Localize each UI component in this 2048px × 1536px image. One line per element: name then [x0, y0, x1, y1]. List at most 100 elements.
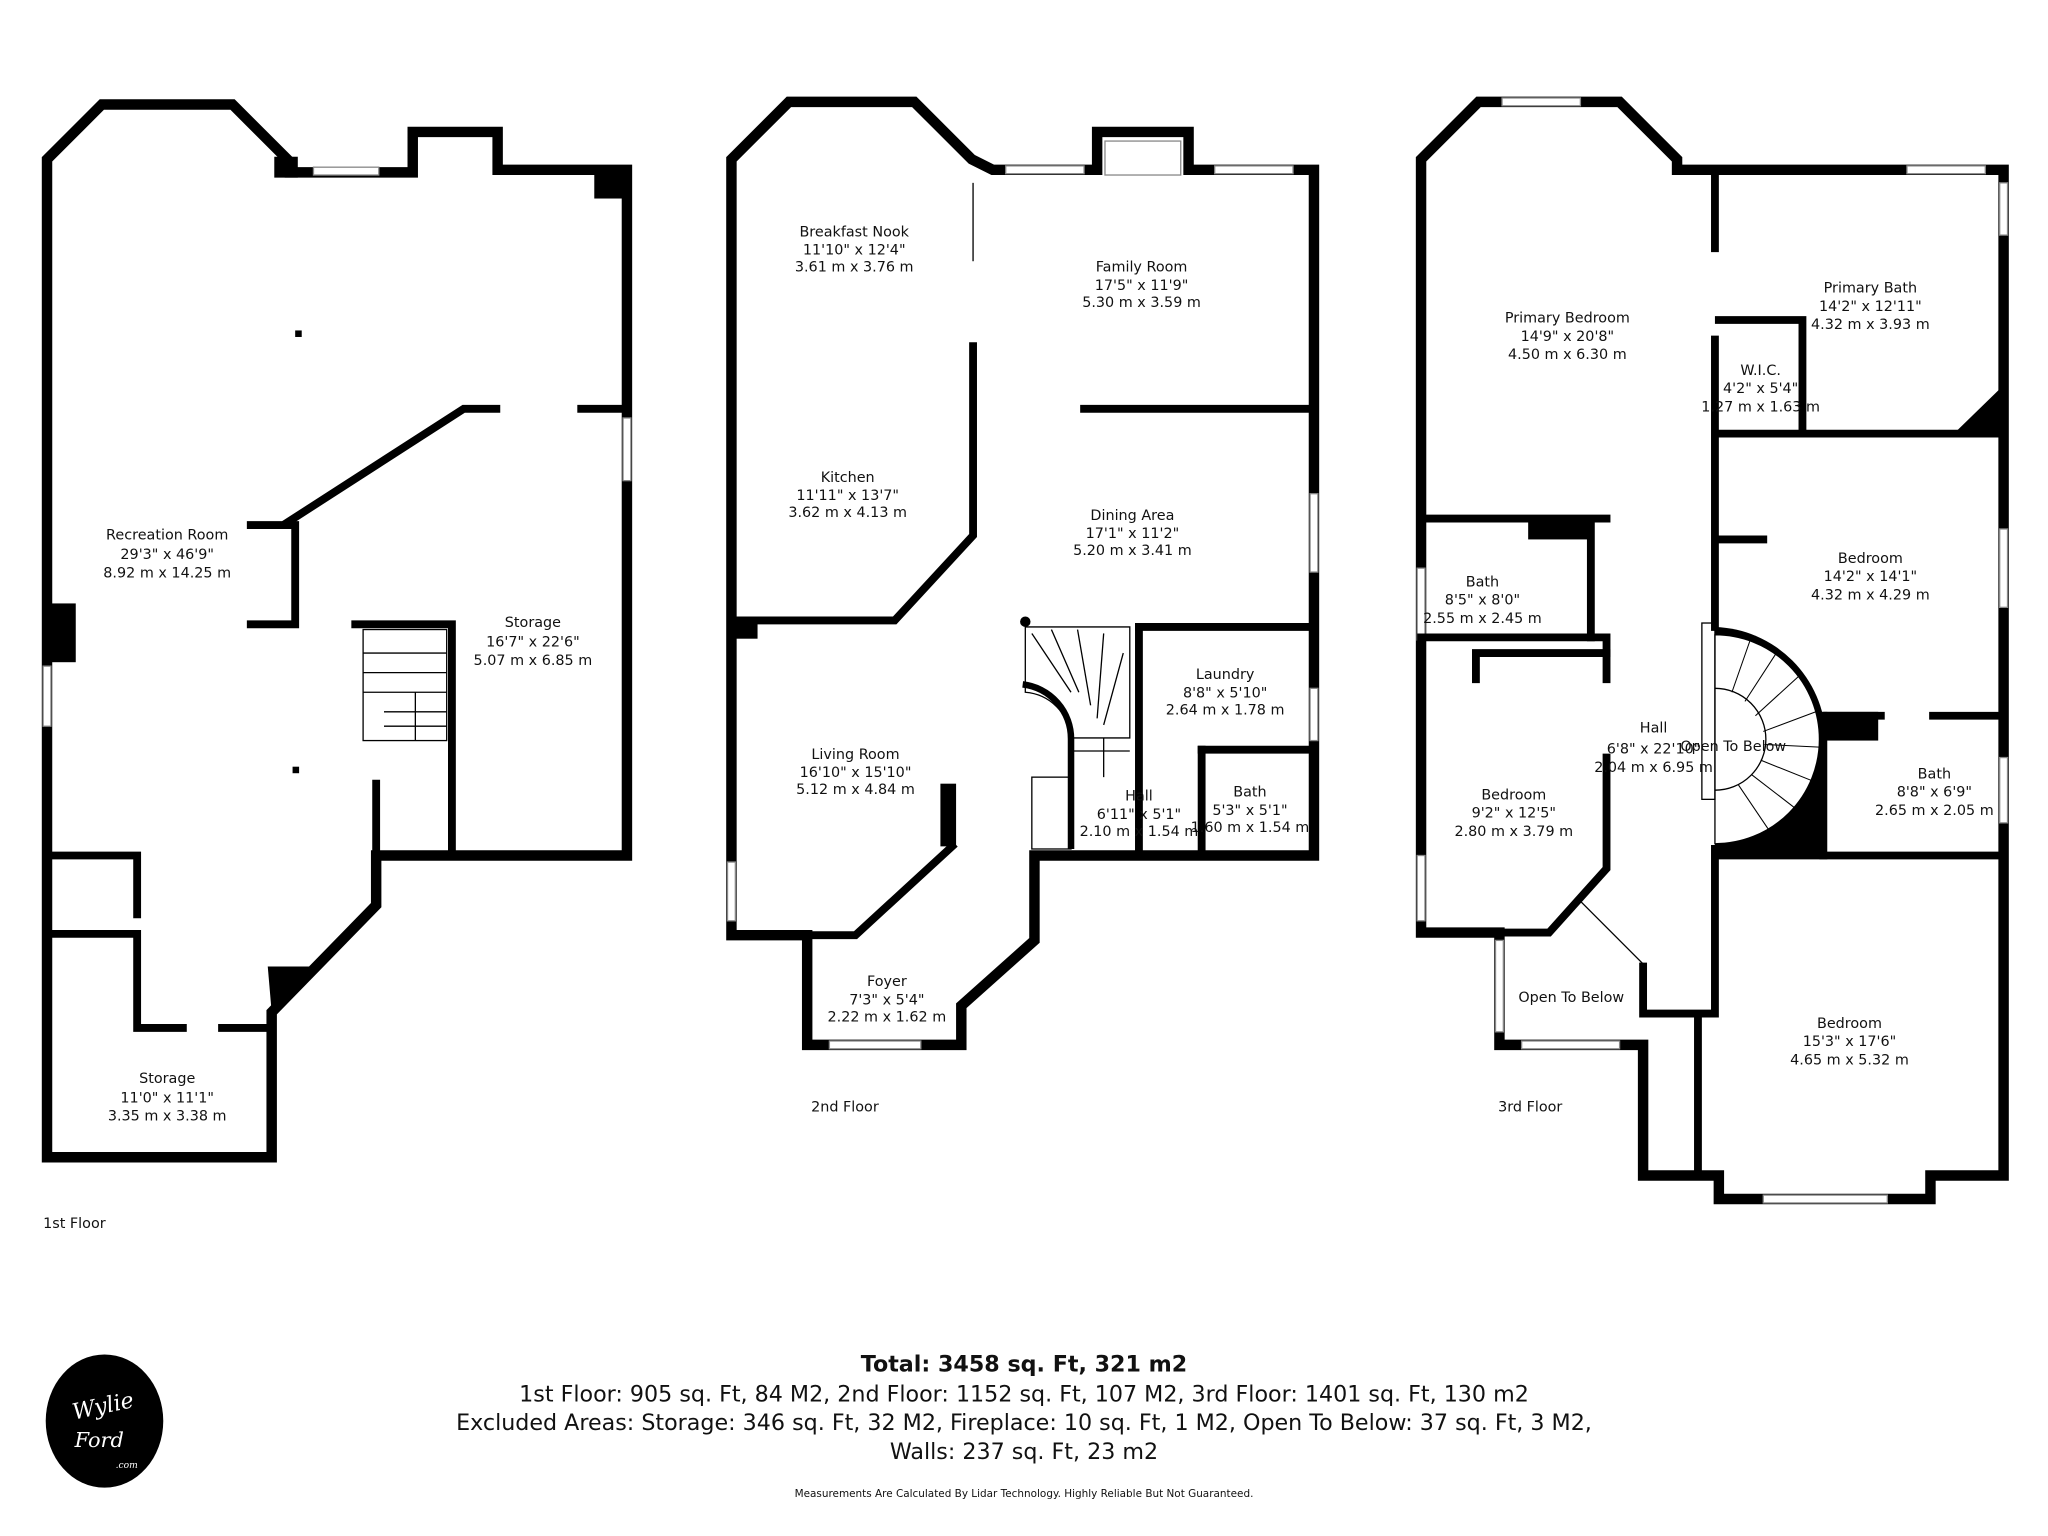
window [1520, 1040, 1621, 1050]
window [1906, 165, 1986, 175]
svg-text:7'3" x 5'4": 7'3" x 5'4" [849, 992, 924, 1008]
svg-text:Family Room: Family Room [1096, 260, 1188, 276]
svg-text:14'9" x 20'8": 14'9" x 20'8" [1521, 329, 1615, 345]
window [1005, 165, 1085, 175]
open-to-below-label: Open To Below [1518, 990, 1624, 1006]
disclaimer: Measurements Are Calculated By Lidar Tec… [795, 1488, 1254, 1500]
svg-text:Ford: Ford [74, 1428, 124, 1452]
floor-1-label: 1st Floor [43, 1216, 106, 1232]
room-primary-bedroom: Primary Bedroom 14'9" x 20'8" 4.50 m x 6… [1505, 311, 1630, 364]
svg-text:29'3" x 46'9": 29'3" x 46'9" [120, 547, 214, 563]
svg-text:8'8" x 5'10": 8'8" x 5'10" [1183, 685, 1267, 701]
window [1999, 756, 2009, 824]
svg-text:8'5" x 8'0": 8'5" x 8'0" [1445, 593, 1520, 609]
room-dining-area: Dining Area 17'1" x 11'2" 5.20 m x 3.41 … [1073, 508, 1192, 559]
room-foyer: Foyer 7'3" x 5'4" 2.22 m x 1.62 m [828, 974, 947, 1025]
svg-text:Kitchen: Kitchen [821, 470, 875, 486]
room-storage-small: Storage 11'0" x 11'1" 3.35 m x 3.38 m [108, 1071, 227, 1125]
svg-text:2.55 m x 2.45 m: 2.55 m x 2.45 m [1423, 611, 1542, 627]
svg-text:Recreation Room: Recreation Room [106, 527, 228, 543]
window [1501, 97, 1582, 107]
window [312, 166, 380, 176]
window [1309, 687, 1319, 742]
brand-logo: Wylie Ford .com [45, 1354, 164, 1488]
staircase [362, 628, 448, 742]
svg-text:4.32 m x 3.93 m: 4.32 m x 3.93 m [1811, 317, 1930, 333]
svg-text:2.10 m x 1.54 m: 2.10 m x 1.54 m [1080, 824, 1199, 840]
svg-text:1.27 m x 1.63 m: 1.27 m x 1.63 m [1701, 399, 1820, 415]
window [1494, 939, 1504, 1033]
svg-text:4.65 m x 5.32 m: 4.65 m x 5.32 m [1790, 1052, 1909, 1068]
staircase [1020, 616, 1131, 850]
svg-text:9'2" x 12'5": 9'2" x 12'5" [1472, 806, 1556, 822]
svg-text:11'0" x 11'1": 11'0" x 11'1" [120, 1090, 214, 1106]
window [1762, 1194, 1888, 1204]
room-living-room: Living Room 16'10" x 15'10" 5.12 m x 4.8… [796, 747, 915, 798]
svg-text:17'1" x 11'2": 17'1" x 11'2" [1086, 526, 1180, 542]
room-breakfast-nook: Breakfast Nook 11'10" x 12'4" 3.61 m x 3… [795, 224, 914, 275]
area-summary: Total: 3458 sq. Ft, 321 m2 1st Floor: 90… [456, 1351, 1592, 1499]
total-area: Total: 3458 sq. Ft, 321 m2 [861, 1351, 1187, 1377]
svg-text:2.22 m x 1.62 m: 2.22 m x 1.62 m [828, 1009, 947, 1025]
svg-text:3.62 m x 4.13 m: 3.62 m x 4.13 m [788, 505, 907, 521]
svg-text:4.50 m x 6.30 m: 4.50 m x 6.30 m [1508, 347, 1627, 363]
floor-1-plan [41, 99, 633, 1163]
svg-text:Bath: Bath [1918, 766, 1951, 782]
walls-area: Walls: 237 sq. Ft, 23 m2 [890, 1439, 1158, 1465]
svg-text:Primary Bath: Primary Bath [1824, 281, 1917, 297]
floor-2-exterior-walls [726, 96, 1320, 1051]
svg-text:Bedroom: Bedroom [1838, 551, 1903, 567]
svg-text:5'3" x 5'1": 5'3" x 5'1" [1212, 803, 1287, 819]
svg-text:3.35 m x 3.38 m: 3.35 m x 3.38 m [108, 1109, 227, 1125]
svg-text:Hall: Hall [1125, 789, 1153, 805]
room-bedroom: Bedroom 14'2" x 14'1" 4.32 m x 4.29 m [1811, 551, 1930, 604]
svg-text:Laundry: Laundry [1196, 667, 1255, 683]
svg-text:2.65 m x 2.05 m: 2.65 m x 2.05 m [1875, 803, 1994, 819]
svg-text:4'2" x 5'4": 4'2" x 5'4" [1723, 381, 1798, 397]
svg-text:Primary Bedroom: Primary Bedroom [1505, 311, 1630, 327]
window [622, 417, 632, 482]
window [1416, 567, 1426, 641]
floor-3-label: 3rd Floor [1498, 1100, 1562, 1116]
svg-text:Living Room: Living Room [811, 747, 899, 763]
room-bedroom: Bedroom 9'2" x 12'5" 2.80 m x 3.79 m [1454, 787, 1573, 840]
room-laundry: Laundry 8'8" x 5'10" 2.64 m x 1.78 m [1166, 667, 1285, 718]
room-kitchen: Kitchen 11'11" x 13'7" 3.62 m x 4.13 m [788, 470, 907, 521]
window [1999, 528, 2009, 608]
svg-text:2.04 m x 6.95 m: 2.04 m x 6.95 m [1594, 760, 1713, 776]
svg-text:Bath: Bath [1233, 785, 1266, 801]
floor-2-label: 2nd Floor [811, 1100, 879, 1116]
svg-text:.com: .com [116, 1461, 139, 1471]
window [1214, 165, 1294, 175]
room-storage: Storage 16'7" x 22'6" 5.07 m x 6.85 m [474, 615, 593, 669]
fireplace [1104, 140, 1182, 176]
svg-text:14'2" x 14'1": 14'2" x 14'1" [1824, 569, 1918, 585]
svg-text:5.12 m x 4.84 m: 5.12 m x 4.84 m [796, 782, 915, 798]
floor-1-exterior-walls [41, 99, 633, 1163]
svg-text:5.30 m x 3.59 m: 5.30 m x 3.59 m [1082, 295, 1201, 311]
svg-text:Storage: Storage [505, 615, 561, 631]
floor-3-plan [1415, 96, 2009, 1205]
room-family-room: Family Room 17'5" x 11'9" 5.30 m x 3.59 … [1082, 260, 1201, 311]
window [726, 861, 736, 922]
svg-text:Hall: Hall [1640, 721, 1668, 737]
svg-text:5.07 m x 6.85 m: 5.07 m x 6.85 m [474, 653, 593, 669]
svg-text:W.I.C.: W.I.C. [1740, 363, 1781, 379]
svg-text:2.80 m x 3.79 m: 2.80 m x 3.79 m [1454, 824, 1573, 840]
room-bath: Bath 8'5" x 8'0" 2.55 m x 2.45 m [1423, 574, 1542, 627]
floor-areas: 1st Floor: 905 sq. Ft, 84 M2, 2nd Floor:… [519, 1381, 1529, 1407]
room-labels: Recreation Room 29'3" x 46'9" 8.92 m x 1… [43, 224, 1994, 1231]
svg-text:4.32 m x 4.29 m: 4.32 m x 4.29 m [1811, 588, 1930, 604]
room-bath: Bath 8'8" x 6'9" 2.65 m x 2.05 m [1875, 766, 1994, 819]
svg-text:6'8" x 22'10": 6'8" x 22'10" [1607, 742, 1701, 758]
svg-text:16'7" x 22'6": 16'7" x 22'6" [486, 635, 580, 651]
floor-2-plan [726, 96, 1320, 1051]
svg-text:Storage: Storage [139, 1071, 195, 1087]
room-bedroom: Bedroom 15'3" x 17'6" 4.65 m x 5.32 m [1790, 1016, 1909, 1069]
open-to-below-label: Open To Below [1680, 739, 1786, 755]
room-primary-bath: Primary Bath 14'2" x 12'11" 4.32 m x 3.9… [1811, 281, 1930, 334]
svg-text:15'3" x 17'6": 15'3" x 17'6" [1803, 1034, 1897, 1050]
svg-text:6'11" x 5'1": 6'11" x 5'1" [1097, 807, 1181, 823]
svg-text:8'8" x 6'9": 8'8" x 6'9" [1897, 785, 1972, 801]
